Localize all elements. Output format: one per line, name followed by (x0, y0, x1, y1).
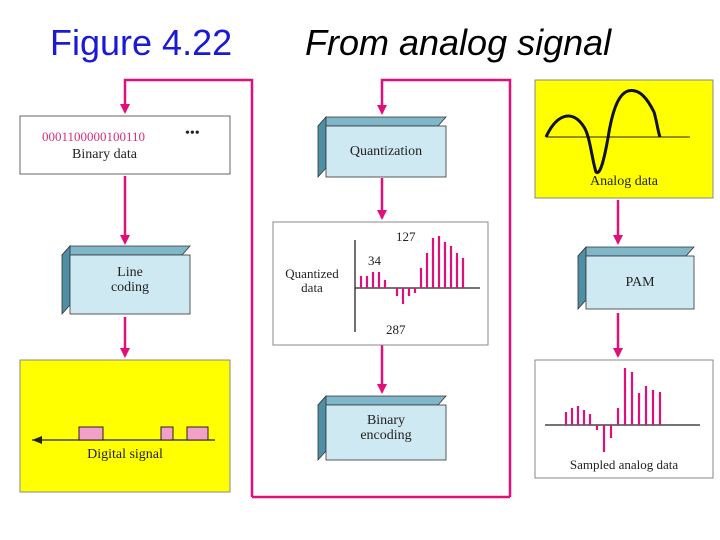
quantization-box (317, 115, 447, 179)
binary-encoding-line1: Binary (366, 413, 406, 428)
quantized-value-127: 127 (396, 229, 416, 244)
line-coding-box (61, 244, 191, 316)
analog-waveform (544, 89, 662, 175)
binary-data-bits: 0001100000100110 (42, 129, 146, 144)
line-coding-label: Line coding (70, 265, 190, 295)
arrow-to-quantization (377, 78, 512, 497)
quantization-label: Quantization (349, 144, 423, 159)
quantized-value-287: 287 (386, 322, 406, 337)
quantized-value-34: 34 (368, 253, 381, 268)
quantized-data-label: Quantized data (276, 267, 348, 294)
sampled-data-label: Sampled analog data (569, 457, 679, 472)
digital-signal-label: Digital signal (87, 447, 163, 462)
sampled-data-panel (534, 359, 714, 479)
pam-box (577, 245, 695, 311)
digital-pulse (78, 426, 104, 441)
digital-pulse (186, 426, 209, 441)
analog-data-label: Analog data (589, 174, 659, 189)
line-coding-line2: coding (110, 279, 150, 295)
digital-pulse (160, 426, 174, 441)
binary-data-label: Binary data (72, 147, 137, 162)
quantized-label-line2: data (301, 279, 323, 295)
binary-data-box (19, 115, 231, 175)
quantized-label-line1: Quantized (285, 266, 339, 281)
line-coding-line1: Line (117, 265, 143, 280)
figure-title: From analog signal (305, 22, 612, 63)
pam-label: PAM (625, 275, 655, 290)
binary-encoding-box (317, 394, 447, 462)
ellipsis-icon: ••• (185, 126, 200, 141)
quantized-data-panel (272, 221, 489, 346)
figure-number: Figure 4.22 (50, 22, 233, 63)
connectors (120, 78, 623, 499)
arrow-to-binary-data (120, 78, 254, 497)
binary-encoding-label: Binary encoding (326, 413, 446, 443)
analog-data-panel (534, 79, 714, 199)
digital-signal-panel (19, 359, 231, 493)
binary-encoding-line2: encoding (360, 427, 412, 443)
